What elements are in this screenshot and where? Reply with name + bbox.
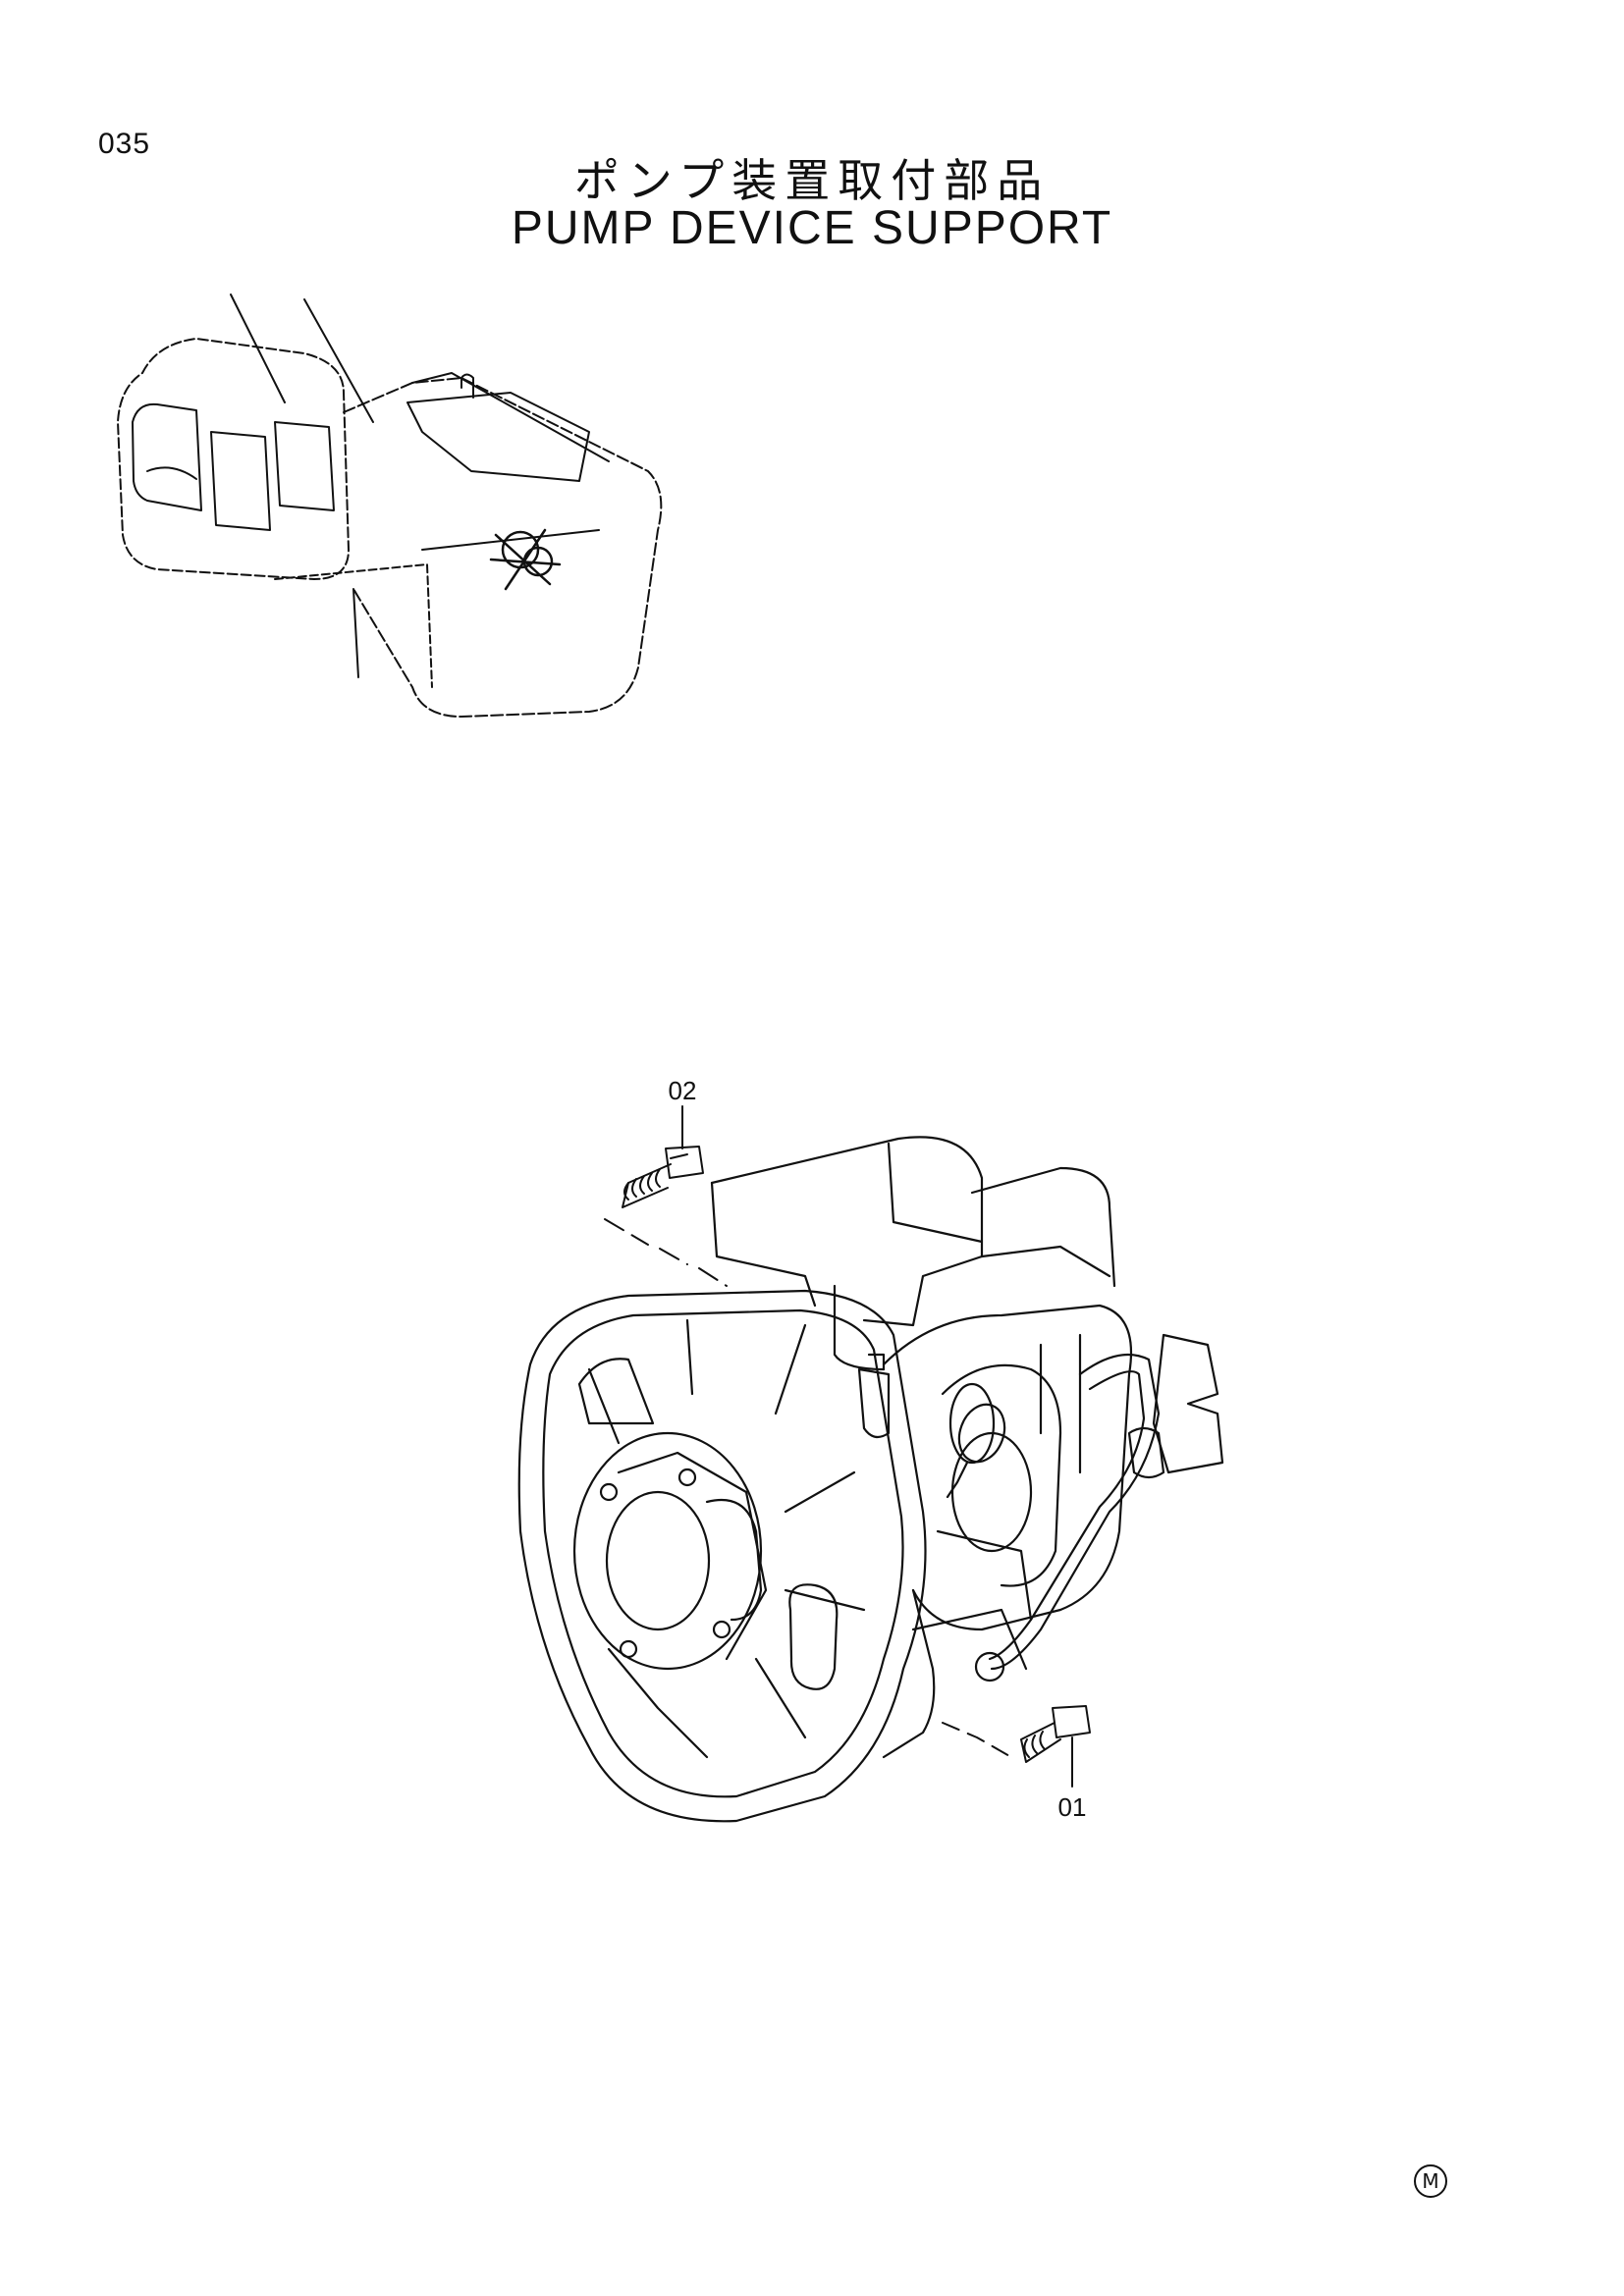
- bolt-01: [942, 1705, 1091, 1788]
- page-number: 035: [98, 128, 151, 160]
- title-english: PUMP DEVICE SUPPORT: [511, 202, 1113, 254]
- excavator-overview: [117, 294, 663, 718]
- callout-01: 01: [1058, 1792, 1087, 1822]
- m-mark-symbol: M: [1414, 2164, 1447, 2198]
- bolt-02: [604, 1105, 728, 1287]
- title-japanese: ポンプ装置取付部品: [573, 154, 1051, 207]
- pump-device: [517, 1136, 1224, 1823]
- callout-02: 02: [669, 1076, 697, 1105]
